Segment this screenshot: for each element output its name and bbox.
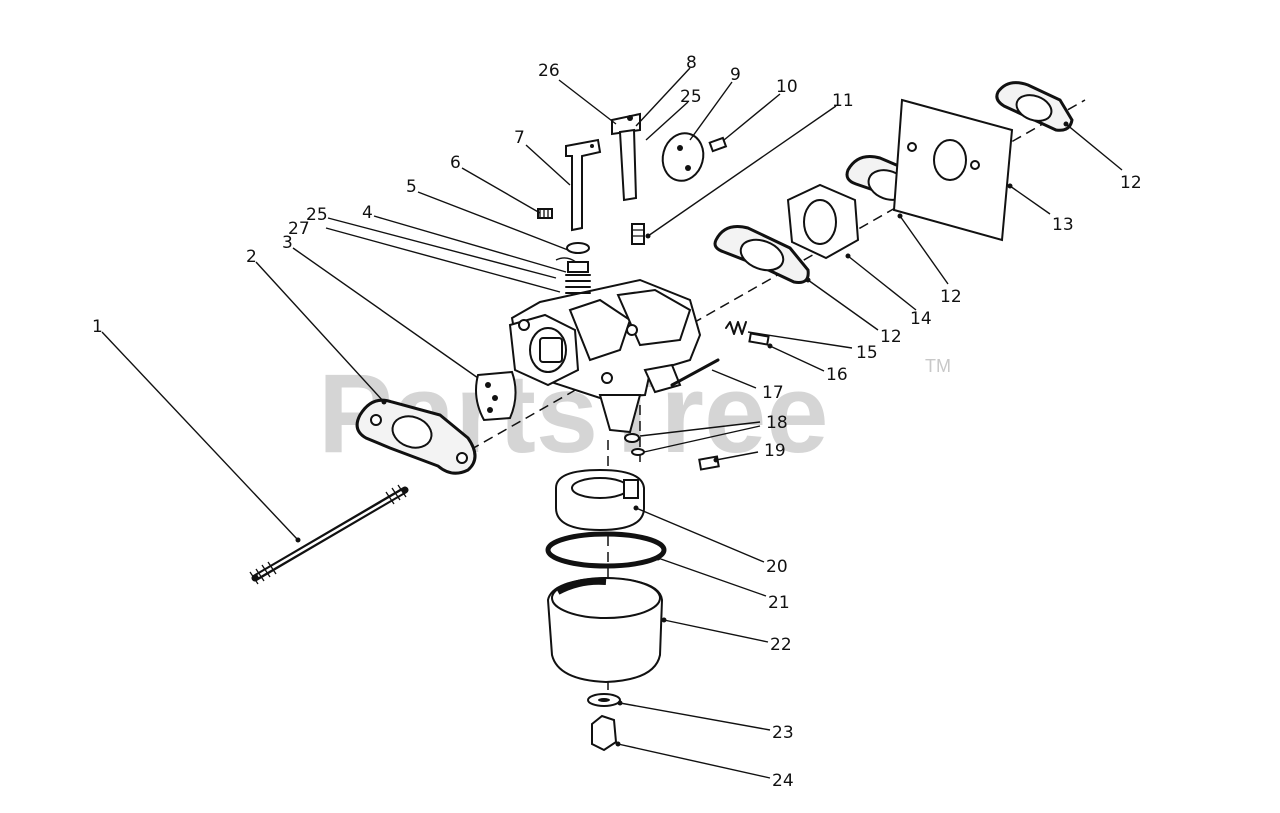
callout-26: 26 [538,61,560,81]
part-21-gasket-ring [545,531,667,569]
leader-endpoints [295,121,1069,747]
callout-21: 21 [768,593,790,613]
part-8-choke-shaft [611,112,641,202]
part-13-plate [892,98,1014,242]
callout-13: 13 [1052,215,1074,235]
callout-9: 9 [730,65,741,85]
callout-8: 8 [686,53,697,73]
part-23-washer [587,693,621,707]
callout-6: 6 [450,153,461,173]
callout-labels: 1 2 3 4 5 6 7 8 9 10 11 12 13 12 14 12 1… [92,53,1142,791]
parts-4-5-25-27-spring-stack [555,242,591,294]
part-10-screw [708,136,728,153]
carburetor-body [508,278,702,434]
callout-5: 5 [406,177,417,197]
callout-18: 18 [766,413,788,433]
watermark-trademark: TM [925,356,951,376]
part-7-throttle-lever [565,138,602,232]
callout-17: 17 [762,383,784,403]
part-16-screw [748,332,770,346]
callout-24: 24 [772,771,794,791]
callout-16: 16 [826,365,848,385]
part-24-nut [591,714,618,752]
part-17-pin [670,358,720,387]
part-1-stud [249,484,409,585]
callout-11: 11 [832,91,854,111]
part-12-gasket-lower [713,225,810,284]
callout-19: 19 [764,441,786,461]
callout-12-upper: 12 [1120,173,1142,193]
callout-1: 1 [92,317,103,337]
part-14-spacer [786,183,860,260]
callout-27: 27 [288,219,310,239]
callout-25-left: 25 [306,205,328,225]
part-12-gasket-upper [995,81,1074,132]
callout-20: 20 [766,557,788,577]
callout-3: 3 [282,233,293,253]
callout-14: 14 [910,309,932,329]
part-15-spring [725,321,747,335]
leader-lines [101,67,1123,779]
callout-25-upper: 25 [680,87,702,107]
callout-4: 4 [362,203,373,223]
part-22-float-bowl [546,576,664,684]
callout-7: 7 [514,128,525,148]
part-20-float [555,468,645,532]
callout-15: 15 [856,343,878,363]
callout-2: 2 [246,247,257,267]
part-9-choke-plate [661,132,705,182]
callout-10: 10 [776,77,798,97]
callout-12-lower: 12 [880,327,902,347]
part-6-screw [537,208,553,219]
part-11-fitting [631,223,645,245]
callout-12-middle: 12 [940,287,962,307]
part-3-plate [475,370,517,422]
callout-22: 22 [770,635,792,655]
callout-23: 23 [772,723,794,743]
